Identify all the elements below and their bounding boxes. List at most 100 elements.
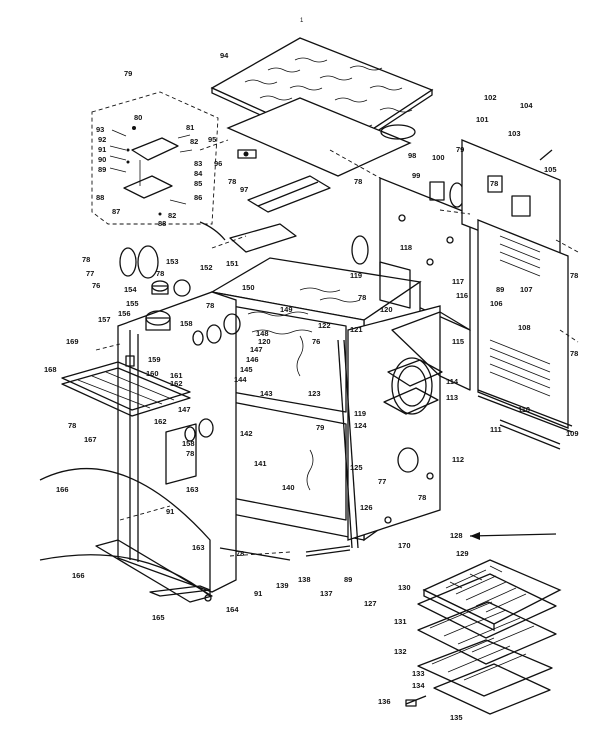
callout-166b: 166 — [56, 485, 69, 494]
callout-167: 167 — [84, 435, 97, 444]
callout-168: 168 — [44, 365, 57, 374]
callout-99: 99 — [412, 171, 420, 180]
callout-159: 159 — [148, 355, 161, 364]
callout-121: 121 — [350, 325, 363, 334]
callout-125: 125 — [350, 463, 363, 472]
callout-158b: 158 — [182, 439, 195, 448]
callout-135: 135 — [450, 713, 463, 722]
callout-144: 144 — [234, 375, 247, 384]
callout-1: 1 — [300, 18, 304, 24]
callout-150: 150 — [242, 283, 255, 292]
callout-165: 165 — [152, 613, 165, 622]
vent-tube — [199, 149, 331, 253]
callout-169: 169 — [66, 337, 79, 346]
callout-143: 143 — [260, 389, 273, 398]
oven-rack-shelf — [61, 361, 191, 417]
callout-127: 127 — [364, 599, 377, 608]
pointer-arrow — [469, 532, 557, 540]
right-side-trim — [219, 339, 359, 561]
callout-134: 134 — [412, 681, 425, 690]
callout-136: 136 — [378, 697, 391, 706]
callout-118: 118 — [400, 243, 412, 252]
callout-101: 101 — [476, 115, 489, 124]
callout-131: 131 — [394, 617, 407, 626]
leader-lines — [95, 139, 579, 557]
callout-78-c: 78 — [490, 179, 498, 188]
callout-147: 147 — [250, 345, 263, 354]
callout-78-i: 78 — [68, 421, 76, 430]
callout-120b: 120 — [258, 337, 271, 346]
callout-104: 104 — [520, 101, 533, 110]
callout-77b: 77 — [86, 269, 94, 278]
callout-106: 106 — [490, 299, 503, 308]
callout-139: 139 — [276, 581, 289, 590]
callout-110: 110 — [518, 405, 530, 414]
igniter-parts — [119, 245, 241, 442]
callout-89: 89 — [98, 165, 106, 174]
callout-76b: 76 — [92, 281, 100, 290]
callout-149: 149 — [280, 305, 293, 314]
callout-141: 141 — [254, 459, 267, 468]
callout-117: 117 — [452, 277, 464, 286]
callout-91c: 91 — [166, 507, 174, 516]
callout-119b: 119 — [354, 409, 366, 418]
front-panel — [347, 305, 441, 541]
callout-78-f: 78 — [358, 293, 366, 302]
callout-78-e: 78 — [570, 349, 578, 358]
callout-102: 102 — [484, 93, 497, 102]
rear-control-panel — [461, 139, 573, 450]
callout-151: 151 — [226, 259, 239, 268]
callout-116: 116 — [456, 291, 468, 300]
callout-85: 85 — [194, 179, 202, 188]
callout-157: 157 — [98, 315, 111, 324]
callout-84: 84 — [194, 169, 203, 178]
callout-100: 100 — [432, 153, 445, 162]
callout-78-g: 78 — [418, 493, 426, 502]
callout-142: 142 — [240, 429, 253, 438]
broiler-pan-set — [405, 559, 562, 715]
callout-79b: 79 — [456, 145, 464, 154]
callout-156: 156 — [118, 309, 131, 318]
callout-98: 98 — [408, 151, 416, 160]
bracket-kit-group — [91, 91, 219, 225]
callout-78-h: 78 — [236, 549, 244, 558]
callout-129: 129 — [456, 549, 469, 558]
callout-148: 148 — [256, 329, 269, 338]
callout-107: 107 — [520, 285, 533, 294]
callout-78-l: 78 — [206, 301, 214, 310]
callout-146: 146 — [246, 355, 259, 364]
callout-114: 114 — [446, 377, 459, 386]
callout-152: 152 — [200, 263, 213, 272]
callout-78-b: 78 — [354, 177, 362, 186]
callout-86: 86 — [194, 193, 202, 202]
callout-155: 155 — [126, 299, 139, 308]
callout-161: 161 — [170, 371, 183, 380]
callout-163: 163 — [192, 543, 205, 552]
callout-78-k: 78 — [82, 255, 90, 264]
callout-labels: 1 94 79 80 93 92 91 90 89 88 87 81 82 83… — [44, 18, 579, 722]
callout-126: 126 — [360, 503, 373, 512]
callout-79c: 79 — [316, 423, 324, 432]
callout-91b: 91 — [254, 589, 262, 598]
callout-76: 76 — [312, 337, 320, 346]
left-side-panel — [39, 291, 237, 597]
callout-78-m: 78 — [186, 449, 194, 458]
callout-78-a: 78 — [228, 177, 236, 186]
callout-132: 132 — [394, 647, 407, 656]
callout-81: 81 — [186, 123, 194, 132]
callout-111: 111 — [490, 425, 502, 434]
callout-77: 77 — [378, 477, 386, 486]
callout-123: 123 — [308, 389, 321, 398]
callout-158: 158 — [180, 319, 193, 328]
callout-133: 133 — [412, 669, 425, 678]
callout-162: 162 — [170, 379, 183, 388]
door-liner-parts — [383, 311, 471, 415]
callout-170: 170 — [398, 541, 411, 550]
callout-163b: 163 — [186, 485, 199, 494]
callout-87: 87 — [112, 207, 120, 216]
callout-166: 166 — [72, 571, 85, 580]
callout-130: 130 — [398, 583, 411, 592]
callout-137: 137 — [320, 589, 333, 598]
callout-96: 96 — [214, 159, 222, 168]
callout-82: 82 — [190, 137, 198, 146]
